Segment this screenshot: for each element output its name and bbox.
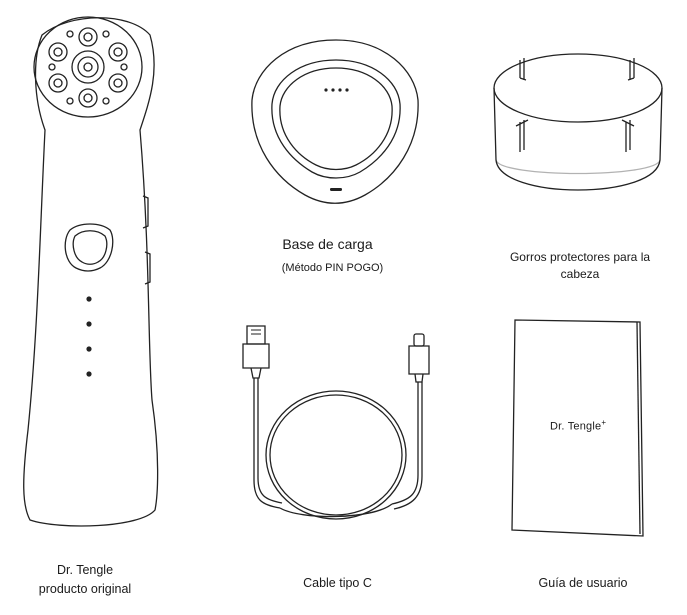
cable-loop: [270, 395, 402, 515]
usb-a-housing: [243, 344, 269, 368]
caps-body: [494, 88, 662, 190]
booklet-brand-text: Dr. Tengle: [550, 420, 602, 433]
device-indicator-dots: [86, 296, 92, 377]
device-power-button: [65, 224, 113, 271]
caps-caption: Gorros protectores para la cabeza: [490, 249, 670, 283]
charging-base-subtitle: (Método PIN POGO): [281, 262, 384, 274]
charging-base-pogo-pins: [324, 88, 349, 92]
device-side-button-upper: [143, 196, 148, 228]
booklet-spine: [637, 322, 640, 534]
booklet-brand: Dr. Tengle+: [550, 418, 606, 433]
caps-clip-low-right: [622, 120, 634, 152]
cable-right-lead: [392, 382, 418, 504]
usb-c-housing: [409, 346, 429, 374]
cable-caption: Cable tipo C: [303, 576, 372, 590]
charging-base-inner-ring: [272, 60, 400, 178]
caps-clip-low-left: [516, 120, 528, 152]
device-caption: Dr. Tengle producto original: [10, 561, 160, 599]
device-caption-line1: Dr. Tengle: [56, 563, 114, 577]
device-electrodes: [49, 28, 127, 107]
charging-base-outer: [252, 40, 418, 203]
charging-base-pad: [280, 68, 392, 170]
caps-caption-line2: cabeza: [560, 267, 600, 281]
device-caption-line2: producto original: [38, 582, 132, 596]
booklet-brand-mark: +: [601, 418, 607, 427]
caps-clip-top-left: [520, 58, 526, 80]
booklet-cover: [512, 320, 643, 536]
caps-caption-line1: Gorros protectores para la: [509, 250, 651, 264]
device-side-button-lower: [145, 252, 150, 284]
charging-base-title: Base de carga: [282, 236, 373, 252]
device-head-plate: [34, 17, 142, 117]
manual-caption: Guía de usuario: [538, 576, 628, 590]
caps-clip-top-right: [628, 58, 634, 80]
device-body-outline: [24, 18, 158, 526]
cable-left-lead: [254, 378, 280, 508]
charging-base-led: [330, 188, 342, 191]
